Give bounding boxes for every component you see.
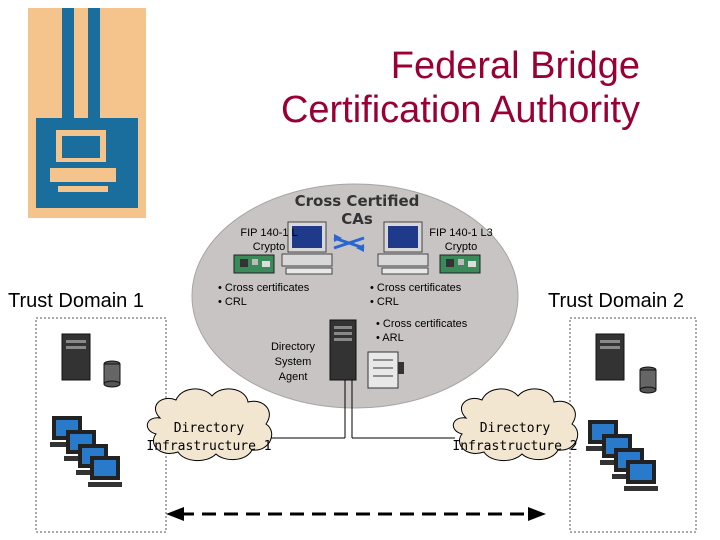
address-book-icon [367,351,404,389]
crypto-card-icon [439,254,481,274]
list-item: • CRL [218,296,247,308]
desktop-computer-icon [377,221,429,275]
arrow-head-right [528,507,546,521]
cloud-right-label: Directory Infrastructure 2 [452,421,578,454]
right-ca-label: FIP 140-1 L3 Crypto [429,227,493,253]
title-line-1: Federal Bridge [390,45,640,87]
right-ca-bullets: • Cross certificates • CRL [370,281,461,309]
trust-domain-2-label: Trust Domain 2 [548,290,684,312]
database-icon [639,366,657,394]
network-link-icon [333,234,365,252]
list-item: • Cross certificates [370,282,462,294]
page-title: Federal Bridge Certification Authority [150,44,640,132]
list-item: • CRL [370,296,399,308]
server-tower-icon [595,333,625,381]
database-icon [103,360,121,388]
bridge-ca-logo-icon [28,8,146,218]
list-item: • Cross certificates [218,282,310,294]
title-line-2: Certification Authority [280,89,640,131]
server-tower-icon [61,333,91,381]
dsa-label: Directory System Agent [270,341,315,383]
cloud-left [146,388,273,461]
desktop-computer-icon [281,221,333,275]
desktop-computer-icon [624,460,658,491]
desktop-computer-icon [88,456,122,487]
cloud-right [452,388,579,461]
server-tower-icon [329,319,357,381]
left-ca-bullets: • Cross certificates • CRL [218,281,309,309]
cross-certified-label: Cross Certified CAs [294,192,420,228]
list-item: • Cross certificates [376,318,468,330]
trust-domain-1-label: Trust Domain 1 [8,290,144,312]
list-item: • ARL [376,332,404,344]
crypto-card-icon [233,254,275,274]
directory-bullets: • Cross certificates • ARL [376,317,467,345]
arrow-head-left [166,507,184,521]
left-ca-label: FIP 140-1 L Crypto [240,227,298,253]
cloud-left-label: Directory Infrastructure 1 [146,421,272,454]
bridge-ca-ellipse [191,183,519,409]
